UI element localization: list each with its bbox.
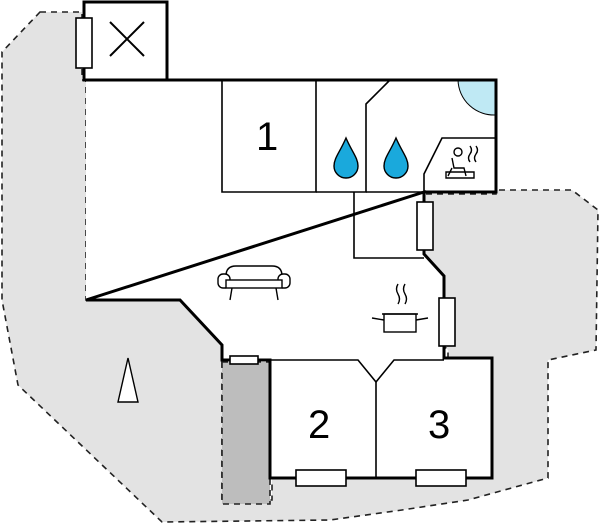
- water-drop-icon: [333, 136, 359, 179]
- sauna-icon: [445, 145, 479, 179]
- interior-walls: [221, 79, 496, 478]
- storage-cross-icon: [109, 21, 145, 57]
- carport-strip: [221, 361, 271, 505]
- room-label-2: 2: [308, 403, 330, 447]
- house-floor: [86, 80, 496, 478]
- north-arrow-icon: [117, 357, 139, 403]
- room-label-3: 3: [428, 403, 450, 447]
- cooking-pot-icon: [371, 283, 429, 333]
- water-drop-icon: [383, 136, 409, 179]
- sofa-icon: [217, 265, 291, 301]
- window-icon: [75, 17, 467, 487]
- outer-wall: [85, 78, 498, 480]
- room-label-1: 1: [256, 115, 278, 159]
